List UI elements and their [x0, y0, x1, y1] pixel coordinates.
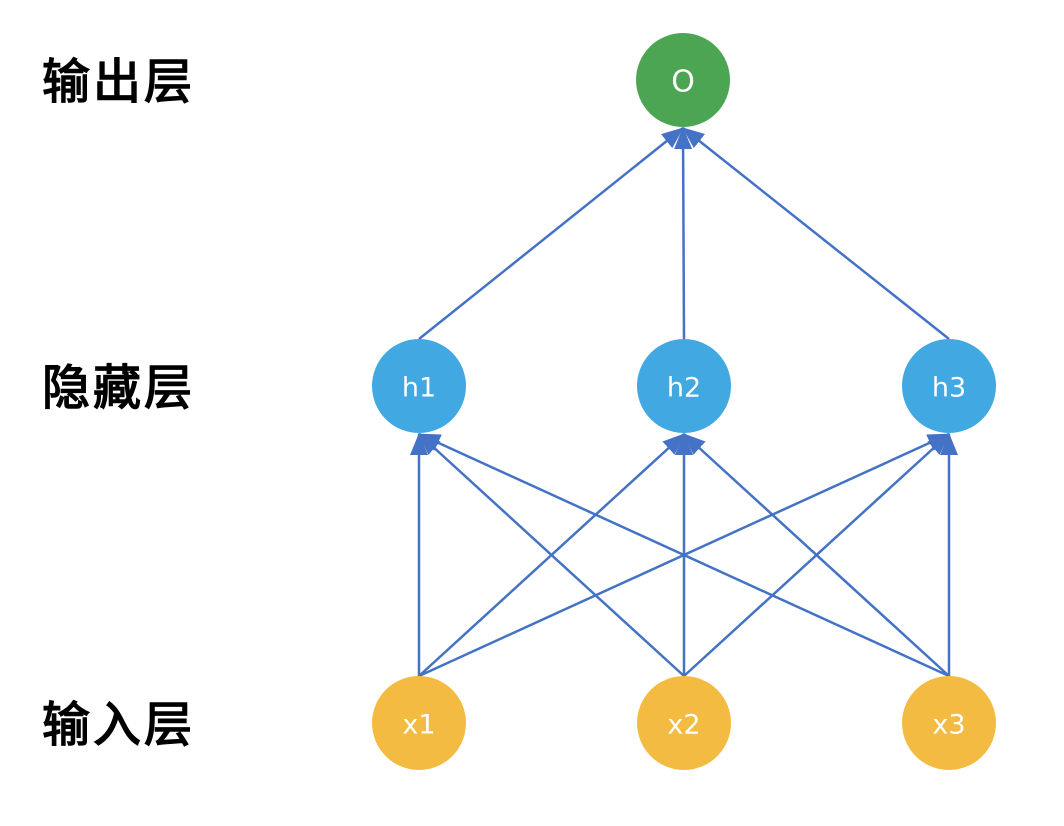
- node-x3: x3: [902, 676, 996, 770]
- node-label-x3: x3: [932, 710, 965, 741]
- node-label-h3: h3: [932, 373, 966, 404]
- edge-x2-h1: [418, 433, 685, 677]
- node-h1: h1: [372, 339, 466, 433]
- node-x1: x1: [372, 676, 466, 770]
- node-label-h2: h2: [667, 373, 701, 404]
- node-circle-h3: [902, 339, 996, 433]
- node-circle-h1: [372, 339, 466, 433]
- node-circle-x3: [902, 676, 996, 770]
- node-label-O: O: [671, 65, 695, 100]
- node-circle-O: [636, 33, 730, 127]
- input-layer-label: 输入层: [42, 697, 196, 753]
- node-circle-x1: [372, 676, 466, 770]
- edge-h3-O: [682, 127, 950, 340]
- edge-h1-O: [418, 127, 684, 340]
- edge-x3-h1: [418, 432, 950, 678]
- hidden-layer-label: 隐藏层: [42, 360, 196, 416]
- node-h3: h3: [902, 339, 996, 433]
- edge-x3-h2: [683, 433, 950, 677]
- node-label-h1: h1: [402, 373, 436, 404]
- node-label-x2: x2: [667, 710, 700, 741]
- node-circle-x2: [637, 676, 731, 770]
- node-x2: x2: [637, 676, 731, 770]
- edge-h2-O: [674, 127, 693, 340]
- node-label-x1: x1: [402, 710, 435, 741]
- output-layer-label: 输出层: [42, 54, 196, 110]
- node-circle-h2: [637, 339, 731, 433]
- node-O: O: [636, 33, 730, 127]
- node-h2: h2: [637, 339, 731, 433]
